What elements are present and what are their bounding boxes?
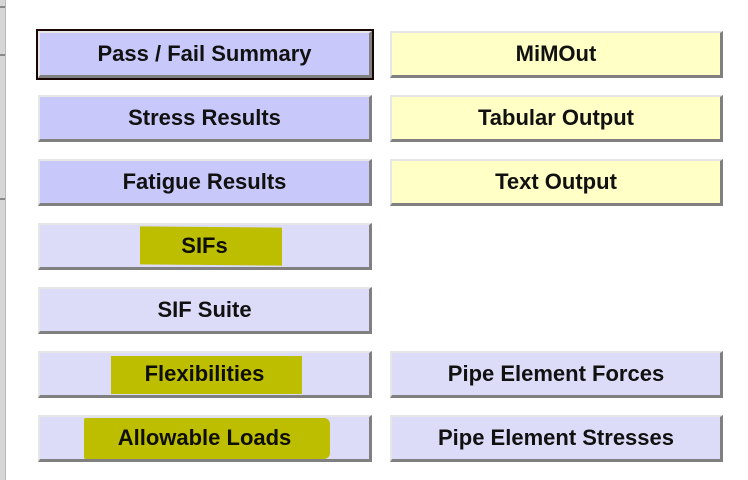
divider [0,6,5,8]
fatigue-results-button[interactable]: Fatigue Results [38,159,372,206]
button-label: Fatigue Results [122,169,287,194]
pass-fail-summary-button[interactable]: Pass / Fail Summary [36,29,374,80]
pipe-element-stresses-button[interactable]: Pipe Element Stresses [390,415,723,462]
divider [0,198,5,200]
sif-suite-button[interactable]: SIF Suite [38,287,372,334]
highlight-allowable-loads [84,418,330,459]
button-label: Stress Results [128,105,281,130]
button-label: SIF Suite [157,297,252,322]
background-window-edge [0,0,6,480]
button-label: Pass / Fail Summary [97,41,312,66]
button-label: Tabular Output [477,105,635,130]
highlight-sifs [140,226,282,266]
divider [0,54,5,56]
tabular-output-button[interactable]: Tabular Output [390,95,723,142]
button-label: Text Output [495,169,617,194]
button-label: Pipe Element Forces [447,361,665,386]
highlight-flexibilities [111,356,302,394]
mimout-button[interactable]: MiMOut [390,31,723,78]
button-label: Pipe Element Stresses [437,425,674,450]
pipe-element-forces-button[interactable]: Pipe Element Forces [390,351,723,398]
stress-results-button[interactable]: Stress Results [38,95,372,142]
text-output-button[interactable]: Text Output [390,159,723,206]
button-label: MiMOut [515,41,597,66]
